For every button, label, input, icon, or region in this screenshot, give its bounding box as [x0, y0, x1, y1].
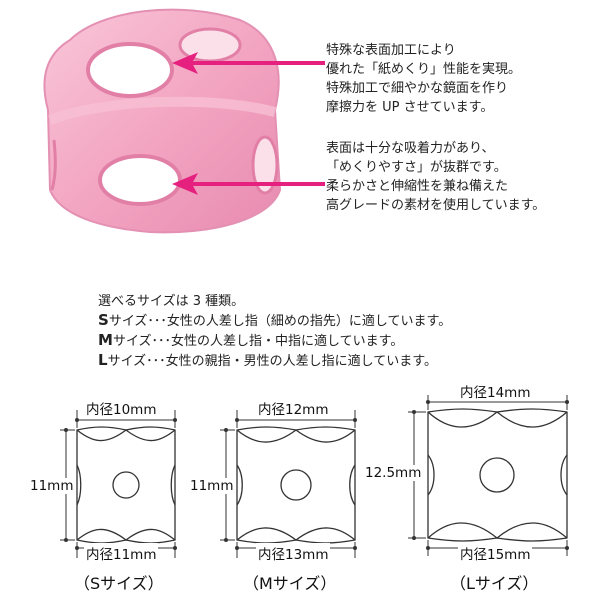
diagram-l-caption: （Lサイズ） — [450, 574, 539, 593]
feature-text-2: 表面は十分な吸着力があり、 「めくりやすさ」が抜群です。 柔らかさと伸縮性を兼ね… — [326, 139, 545, 215]
diagram-m-bottom-label: 内径13mm — [256, 543, 331, 563]
diagram-s-shape — [76, 426, 176, 544]
cap-hole-side — [251, 135, 279, 195]
diagram-l-bottom-label: 内径15mm — [458, 543, 533, 563]
arrow-lower-icon — [172, 173, 325, 195]
cap-hole-lower — [98, 154, 182, 206]
size-line-m: Mサイズ･･･女性の人差し指・中指に適しています。 — [98, 331, 404, 349]
size-line-l: Lサイズ･･･女性の親指・男性の人差し指に適しています。 — [98, 351, 437, 369]
diagram-m-shape — [236, 426, 356, 544]
feature-line: 摩擦力を UP させています。 — [326, 100, 494, 115]
diagram-m-top-label: 内径12mm — [256, 398, 331, 418]
feature-line: 柔らかさと伸縮性を兼ね備えた — [326, 179, 509, 194]
diagram-s-bottom-label: 内径11mm — [84, 543, 159, 563]
feature-line: 高グレードの素材を使用しています。 — [326, 198, 546, 213]
diagram-m-caption: （Mサイズ） — [243, 574, 337, 593]
diagram-m-side-label: 11mm — [190, 478, 234, 494]
size-description: 選べるサイズは 3 種類。 Sサイズ･･･女性の人差し指（細めの指先）に適してい… — [98, 292, 451, 371]
arrow-upper-icon — [172, 52, 325, 74]
diagram-l-top-label: 内径14mm — [458, 381, 533, 401]
finger-cap-image — [43, 8, 282, 234]
feature-line: 特殊な表面加工により — [326, 43, 456, 58]
diagram-l-shape — [427, 408, 568, 542]
feature-line: 特殊加工で細やかな鏡面を作り — [326, 81, 509, 96]
diagram-l-side-label: 12.5mm — [365, 465, 422, 481]
size-intro: 選べるサイズは 3 種類。 — [98, 294, 245, 309]
feature-line: 表面は十分な吸着力があり、 — [326, 141, 495, 156]
diagram-s-top-label: 内径10mm — [84, 398, 159, 418]
diagram-s-caption: （Sサイズ） — [74, 574, 164, 593]
diagram-s-side-label: 11mm — [30, 478, 74, 494]
feature-line: 「めくりやすさ」が抜群です。 — [326, 160, 507, 175]
cap-hole-upper — [86, 42, 174, 98]
size-line-s: Sサイズ･･･女性の人差し指（細めの指先）に適しています。 — [98, 311, 452, 329]
size-diagrams — [60, 395, 569, 558]
feature-line: 優れた「紙めくり」性能を実現。 — [326, 62, 522, 77]
feature-text-1: 特殊な表面加工により 優れた「紙めくり」性能を実現。 特殊加工で細やかな鏡面を作… — [326, 41, 521, 117]
